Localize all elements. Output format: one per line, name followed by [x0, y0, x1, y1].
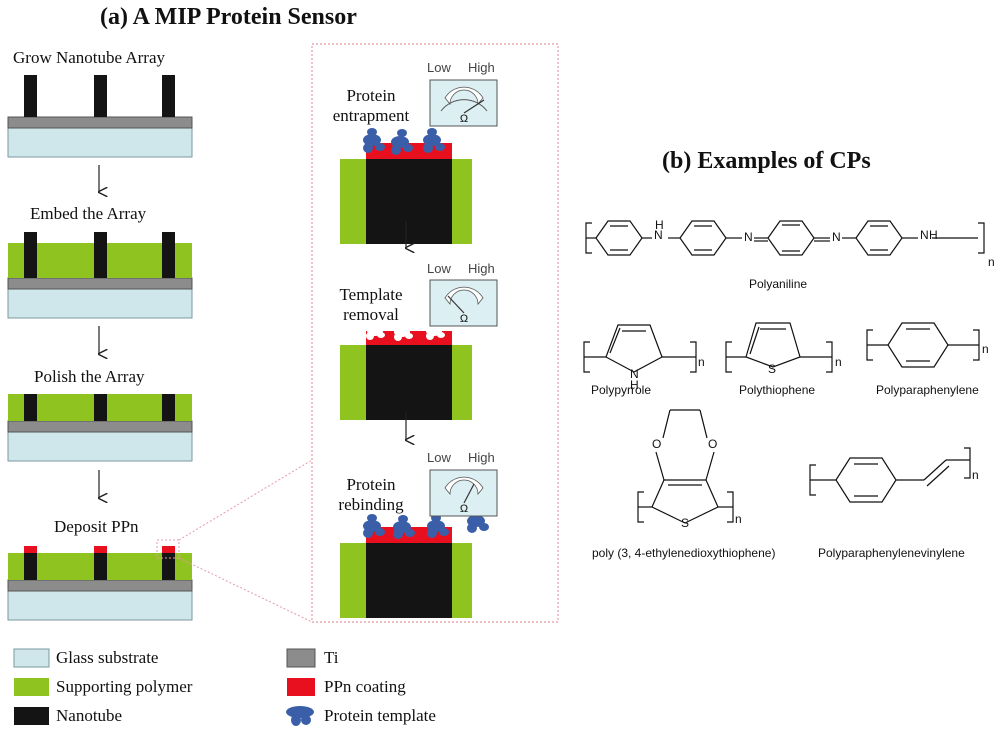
atom-ppp-n: n: [982, 342, 989, 356]
step-grow-diagram: [7, 75, 193, 158]
meter-1-low: Low: [427, 60, 451, 75]
legend-polymer: Supporting polymer: [56, 677, 193, 696]
swatch-nanotube: [14, 707, 49, 725]
legend-swatches: [13, 648, 316, 726]
polymer-name-polyaniline: Polyaniline: [749, 277, 808, 291]
legend-protein: Protein template: [324, 706, 436, 725]
state-label-rebinding: Protein rebinding: [338, 475, 404, 514]
state-label-entrapment: Protein entrapment: [332, 86, 410, 125]
atom-pyrrole-N: N: [630, 367, 639, 381]
ohm-symbol-1: Ω: [460, 113, 468, 125]
meter-2-low: Low: [427, 261, 451, 276]
zoom-leader-bottom: [178, 557, 313, 623]
atom-pedot-O1: O: [652, 437, 662, 451]
legend-ppn: PPn coating: [324, 677, 406, 696]
meter-1-high: High: [468, 60, 495, 75]
atom-polyaniline-H4: H: [929, 228, 938, 242]
atom-pyrrole-n: n: [698, 355, 705, 369]
ohm-symbol-2: Ω: [460, 313, 468, 325]
polymer-name-ppv: Polyparaphenylenevinylene: [818, 546, 965, 560]
swatch-polymer: [14, 678, 49, 696]
atom-polyaniline-n: n: [988, 255, 995, 269]
atom-pedot-S: S: [681, 516, 690, 530]
polymer-name-polythiophene: Polythiophene: [739, 383, 816, 397]
polymer-name-pedot: poly (3, 4-ethylenedioxythiophene): [592, 546, 776, 560]
zoom-state-entrapment: [340, 128, 472, 244]
atom-polyaniline-H1: H: [655, 218, 664, 232]
atom-ppv-n: n: [972, 468, 979, 482]
atom-polyaniline-N2: N: [744, 230, 753, 244]
atom-polyaniline-N3: N: [832, 230, 841, 244]
ohm-symbol-3: Ω: [460, 503, 468, 515]
swatch-glass: [13, 648, 50, 668]
step-polish-diagram: [7, 394, 193, 462]
step-label-polish: Polish the Array: [34, 367, 145, 386]
step-label-grow: Grow Nanotube Array: [13, 48, 166, 67]
swatch-ppn: [287, 678, 315, 696]
legend-ti: Ti: [324, 648, 339, 667]
step-label-embed: Embed the Array: [30, 204, 147, 223]
meter-2-high: High: [468, 261, 495, 276]
step-deposit-diagram: [7, 539, 193, 621]
atom-pedot-O2: O: [708, 437, 718, 451]
legend-nanotube: Nanotube: [56, 706, 123, 725]
meter-3-high: High: [468, 450, 495, 465]
resistance-meter-2: Ω: [429, 279, 498, 327]
step-label-deposit: Deposit PPn: [54, 517, 139, 536]
swatch-ti: [286, 648, 316, 668]
panel-b-title: (b) Examples of CPs: [662, 148, 871, 174]
state-label-removal: Template removal: [339, 285, 403, 324]
polymer-name-polypyrrole: Polypyrrole: [591, 383, 652, 397]
zoom-state-rebinding: [340, 509, 489, 618]
atom-polyaniline-N1: N: [654, 228, 663, 242]
zoom-leader-top: [178, 459, 313, 541]
atom-pedot-n: n: [735, 512, 742, 526]
resistance-meter-1: Ω: [429, 79, 498, 127]
fabrication-steps-drawing: Ω Ω Ω: [7, 43, 559, 623]
swatch-protein: [286, 706, 314, 726]
resistance-meter-3: Ω: [429, 469, 498, 517]
meter-3-low: Low: [427, 450, 451, 465]
step-embed-diagram: [7, 232, 193, 319]
zoom-state-removal: [340, 326, 472, 420]
atom-polyaniline-N4: N: [920, 228, 929, 242]
atom-thiophene-S: S: [768, 362, 777, 376]
legend-glass: Glass substrate: [56, 648, 159, 667]
panel-a-title: (a) A MIP Protein Sensor: [100, 4, 357, 30]
atom-thiophene-n: n: [835, 355, 842, 369]
atom-pyrrole-H: H: [630, 378, 639, 392]
cp-structures-drawing: [583, 220, 985, 524]
polymer-name-polyparaphenylene: Polyparaphenylene: [876, 383, 979, 397]
